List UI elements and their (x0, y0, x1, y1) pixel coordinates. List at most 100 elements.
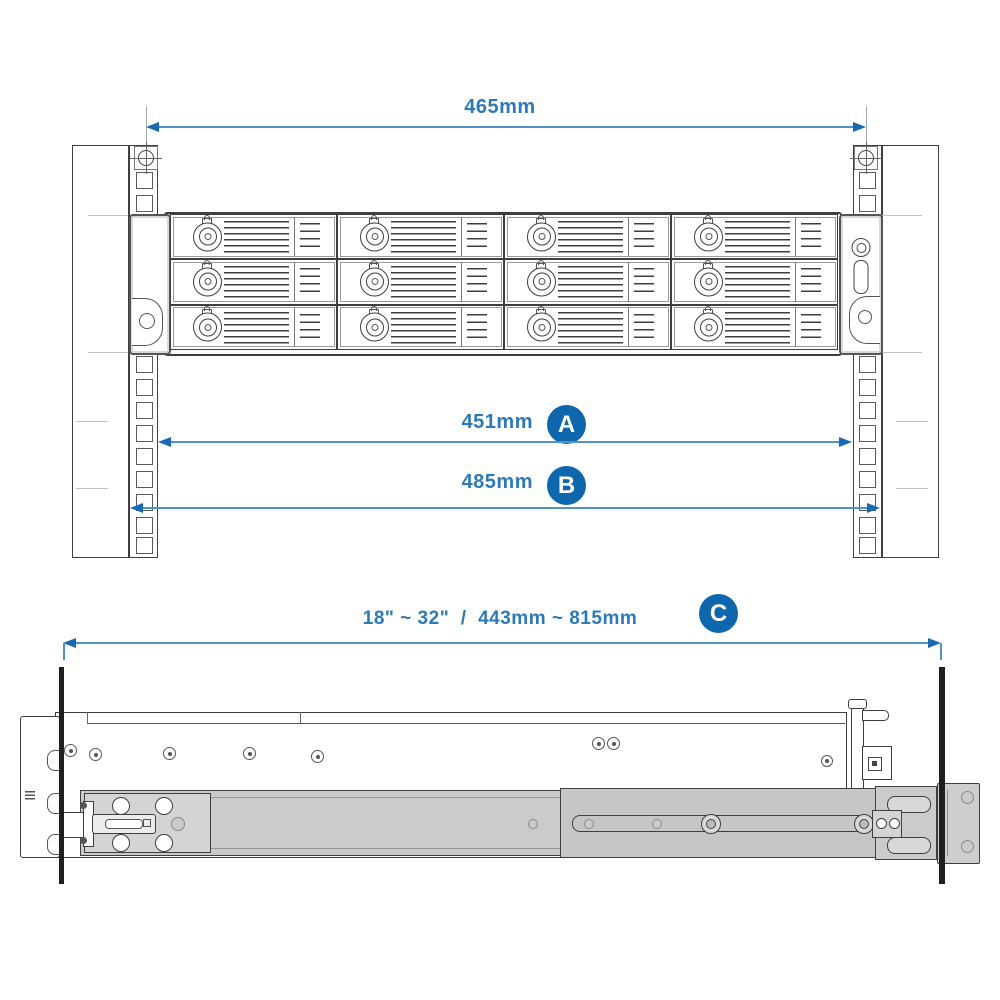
drive-bay (504, 259, 671, 305)
chassis-top-seam (87, 723, 845, 724)
rail-hole (652, 819, 662, 829)
vent-slats (558, 221, 623, 255)
drive-tray-outline (339, 307, 502, 348)
drive-tray-outline (673, 307, 836, 348)
screw-icon (64, 744, 77, 757)
vent-slats (391, 221, 456, 255)
vent-slats (725, 221, 790, 255)
tray-divider (628, 217, 629, 257)
badge-b: B (547, 466, 586, 505)
rack-square-hole (858, 448, 876, 465)
drive-bay (671, 259, 838, 305)
vent-slats (558, 311, 623, 346)
tray-divider (461, 262, 462, 302)
dim-c-label: 18" ~ 32" / 443mm ~ 815mm (362, 608, 638, 629)
dim-465-line (152, 126, 860, 128)
rack-square-hole (858, 172, 876, 189)
alignment-tick (76, 421, 108, 422)
dim-c-drop-right (939, 643, 942, 660)
rack-square-hole (135, 471, 153, 488)
side-vent-slats (634, 268, 654, 299)
rack-post-side-left (58, 667, 64, 884)
tray-divider (294, 307, 295, 347)
alignment-tick (896, 421, 928, 422)
tray-divider (795, 262, 796, 302)
mount-screw-icon (130, 142, 162, 174)
dim-b-arrow-left (130, 503, 143, 513)
alignment-tick (88, 215, 128, 216)
latch-window (868, 757, 882, 771)
drive-bay (504, 304, 671, 350)
lock-knob-icon (360, 267, 389, 297)
rack-square-hole (135, 425, 153, 442)
drive-bay (170, 259, 337, 305)
rack-square-hole (858, 402, 876, 419)
screw-icon (607, 737, 620, 750)
rail-bolt (701, 814, 721, 834)
enclosure-left-ear (129, 214, 171, 355)
dim-465-arrow-left (146, 122, 159, 132)
screw-icon (243, 747, 256, 760)
side-vent-slats (300, 223, 320, 253)
lock-knob-icon (193, 267, 222, 297)
drive-bay-grid (170, 214, 838, 350)
drive-tray-outline (339, 261, 502, 303)
dim-c-drop-left (62, 643, 65, 660)
side-vent-slats (300, 313, 320, 344)
vent-slats (391, 311, 456, 346)
latch-bump (47, 834, 59, 855)
end-plate-seam (947, 790, 948, 856)
rack-square-hole (135, 448, 153, 465)
drive-tray-outline (172, 261, 335, 303)
side-vent-slats (467, 268, 487, 299)
badge-a: A (547, 405, 586, 444)
enclosure-right-ear (839, 214, 883, 355)
side-vent-slats (634, 223, 654, 253)
rail-bottom-lip (210, 848, 704, 849)
rear-latch-pin (862, 710, 889, 721)
latch-lever (92, 814, 156, 834)
latch-bolt (80, 837, 87, 844)
tray-divider (795, 307, 796, 347)
screw-icon (89, 748, 102, 761)
ear-screw-hole (858, 310, 872, 324)
drive-bay (170, 304, 337, 350)
lock-knob-icon (193, 222, 222, 252)
rail-bolt (854, 814, 874, 834)
lock-knob-icon (527, 267, 556, 297)
alignment-tick (896, 488, 928, 489)
lock-knob-icon (360, 222, 389, 252)
power-button-icon (851, 238, 871, 257)
mount-screw-icon (850, 142, 882, 174)
extension-line-right (865, 106, 867, 152)
rail-hole (961, 791, 974, 804)
tray-divider (628, 262, 629, 302)
rail-groove (572, 815, 874, 832)
rack-square-hole (858, 537, 876, 554)
vent-slats (224, 221, 289, 255)
side-vent-slats (801, 313, 821, 344)
alignment-tick (76, 488, 108, 489)
rail-hole (155, 834, 173, 852)
screw-icon (311, 750, 324, 763)
alignment-tick (88, 352, 128, 353)
rack-square-hole (858, 379, 876, 396)
rack-square-hole (135, 402, 153, 419)
dim-a-arrow-left (158, 437, 171, 447)
dim-c-line (74, 642, 930, 644)
rack-square-hole (858, 471, 876, 488)
rack-square-hole (858, 517, 876, 534)
drive-bay (337, 214, 504, 260)
side-vent-slats (467, 223, 487, 253)
rack-square-hole (858, 356, 876, 373)
screw-icon (821, 755, 833, 767)
drive-bay (671, 304, 838, 350)
tray-divider (294, 217, 295, 257)
rail-hole (961, 840, 974, 853)
led-slot-icon (853, 260, 869, 294)
chassis-vertical-seam (87, 712, 88, 724)
drive-bay (337, 259, 504, 305)
side-vent-slats (634, 313, 654, 344)
rack-square-hole (135, 379, 153, 396)
vent-slats (391, 266, 456, 301)
